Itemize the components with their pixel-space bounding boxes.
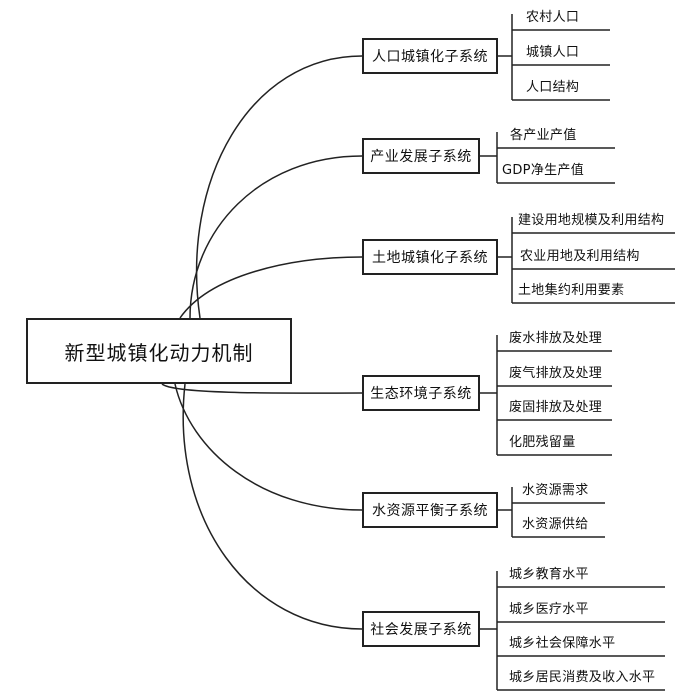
subsystem-label: 土地城镇化子系统 xyxy=(372,250,488,266)
root-branch-connector xyxy=(189,155,363,319)
leaf-item: 城乡社会保障水平 xyxy=(509,636,616,651)
leaf-item: 农村人口 xyxy=(526,10,580,25)
leaf-item: 废水排放及处理 xyxy=(509,331,603,346)
root-branch-connector xyxy=(182,383,363,630)
root-branch-connector xyxy=(174,383,363,511)
subsystem-label: 水资源平衡子系统 xyxy=(372,503,488,519)
leaf-item: 农业用地及利用结构 xyxy=(520,249,640,264)
leaf-item: 废固排放及处理 xyxy=(509,400,603,415)
subsystem-label: 生态环境子系统 xyxy=(370,386,472,402)
root-label: 新型城镇化动力机制 xyxy=(64,340,254,365)
leaf-item: 化肥残留量 xyxy=(509,435,576,450)
leaf-item: 城乡医疗水平 xyxy=(509,602,589,617)
subsystem-node-population: 人口城镇化子系统 xyxy=(362,38,498,74)
subsystem-node-land: 土地城镇化子系统 xyxy=(362,239,498,275)
leaf-item: 水资源供给 xyxy=(522,517,589,532)
root-branch-connector xyxy=(161,383,363,394)
leaf-item: 水资源需求 xyxy=(522,483,589,498)
subsystem-node-water: 水资源平衡子系统 xyxy=(362,492,498,528)
leaf-item: 废气排放及处理 xyxy=(509,366,603,381)
subsystem-node-society: 社会发展子系统 xyxy=(362,611,480,647)
leaf-item: GDP净生产值 xyxy=(502,163,585,178)
root-branch-connector xyxy=(195,55,363,319)
leaf-item: 城乡教育水平 xyxy=(509,567,589,582)
leaf-item: 城镇人口 xyxy=(526,45,580,60)
subsystem-label: 社会发展子系统 xyxy=(370,622,472,638)
leaf-item: 城乡居民消费及收入水平 xyxy=(509,670,656,685)
subsystem-node-industry: 产业发展子系统 xyxy=(362,138,480,174)
subsystem-label: 人口城镇化子系统 xyxy=(372,49,488,65)
root-branch-connector xyxy=(179,256,363,319)
leaf-item: 土地集约利用要素 xyxy=(518,283,625,298)
leaf-item: 各产业产值 xyxy=(510,128,577,143)
subsystem-label: 产业发展子系统 xyxy=(370,149,472,165)
root-node: 新型城镇化动力机制 xyxy=(26,318,292,384)
leaf-item: 人口结构 xyxy=(526,80,580,95)
leaf-item: 建设用地规模及利用结构 xyxy=(518,213,665,228)
subsystem-node-ecology: 生态环境子系统 xyxy=(362,375,480,411)
